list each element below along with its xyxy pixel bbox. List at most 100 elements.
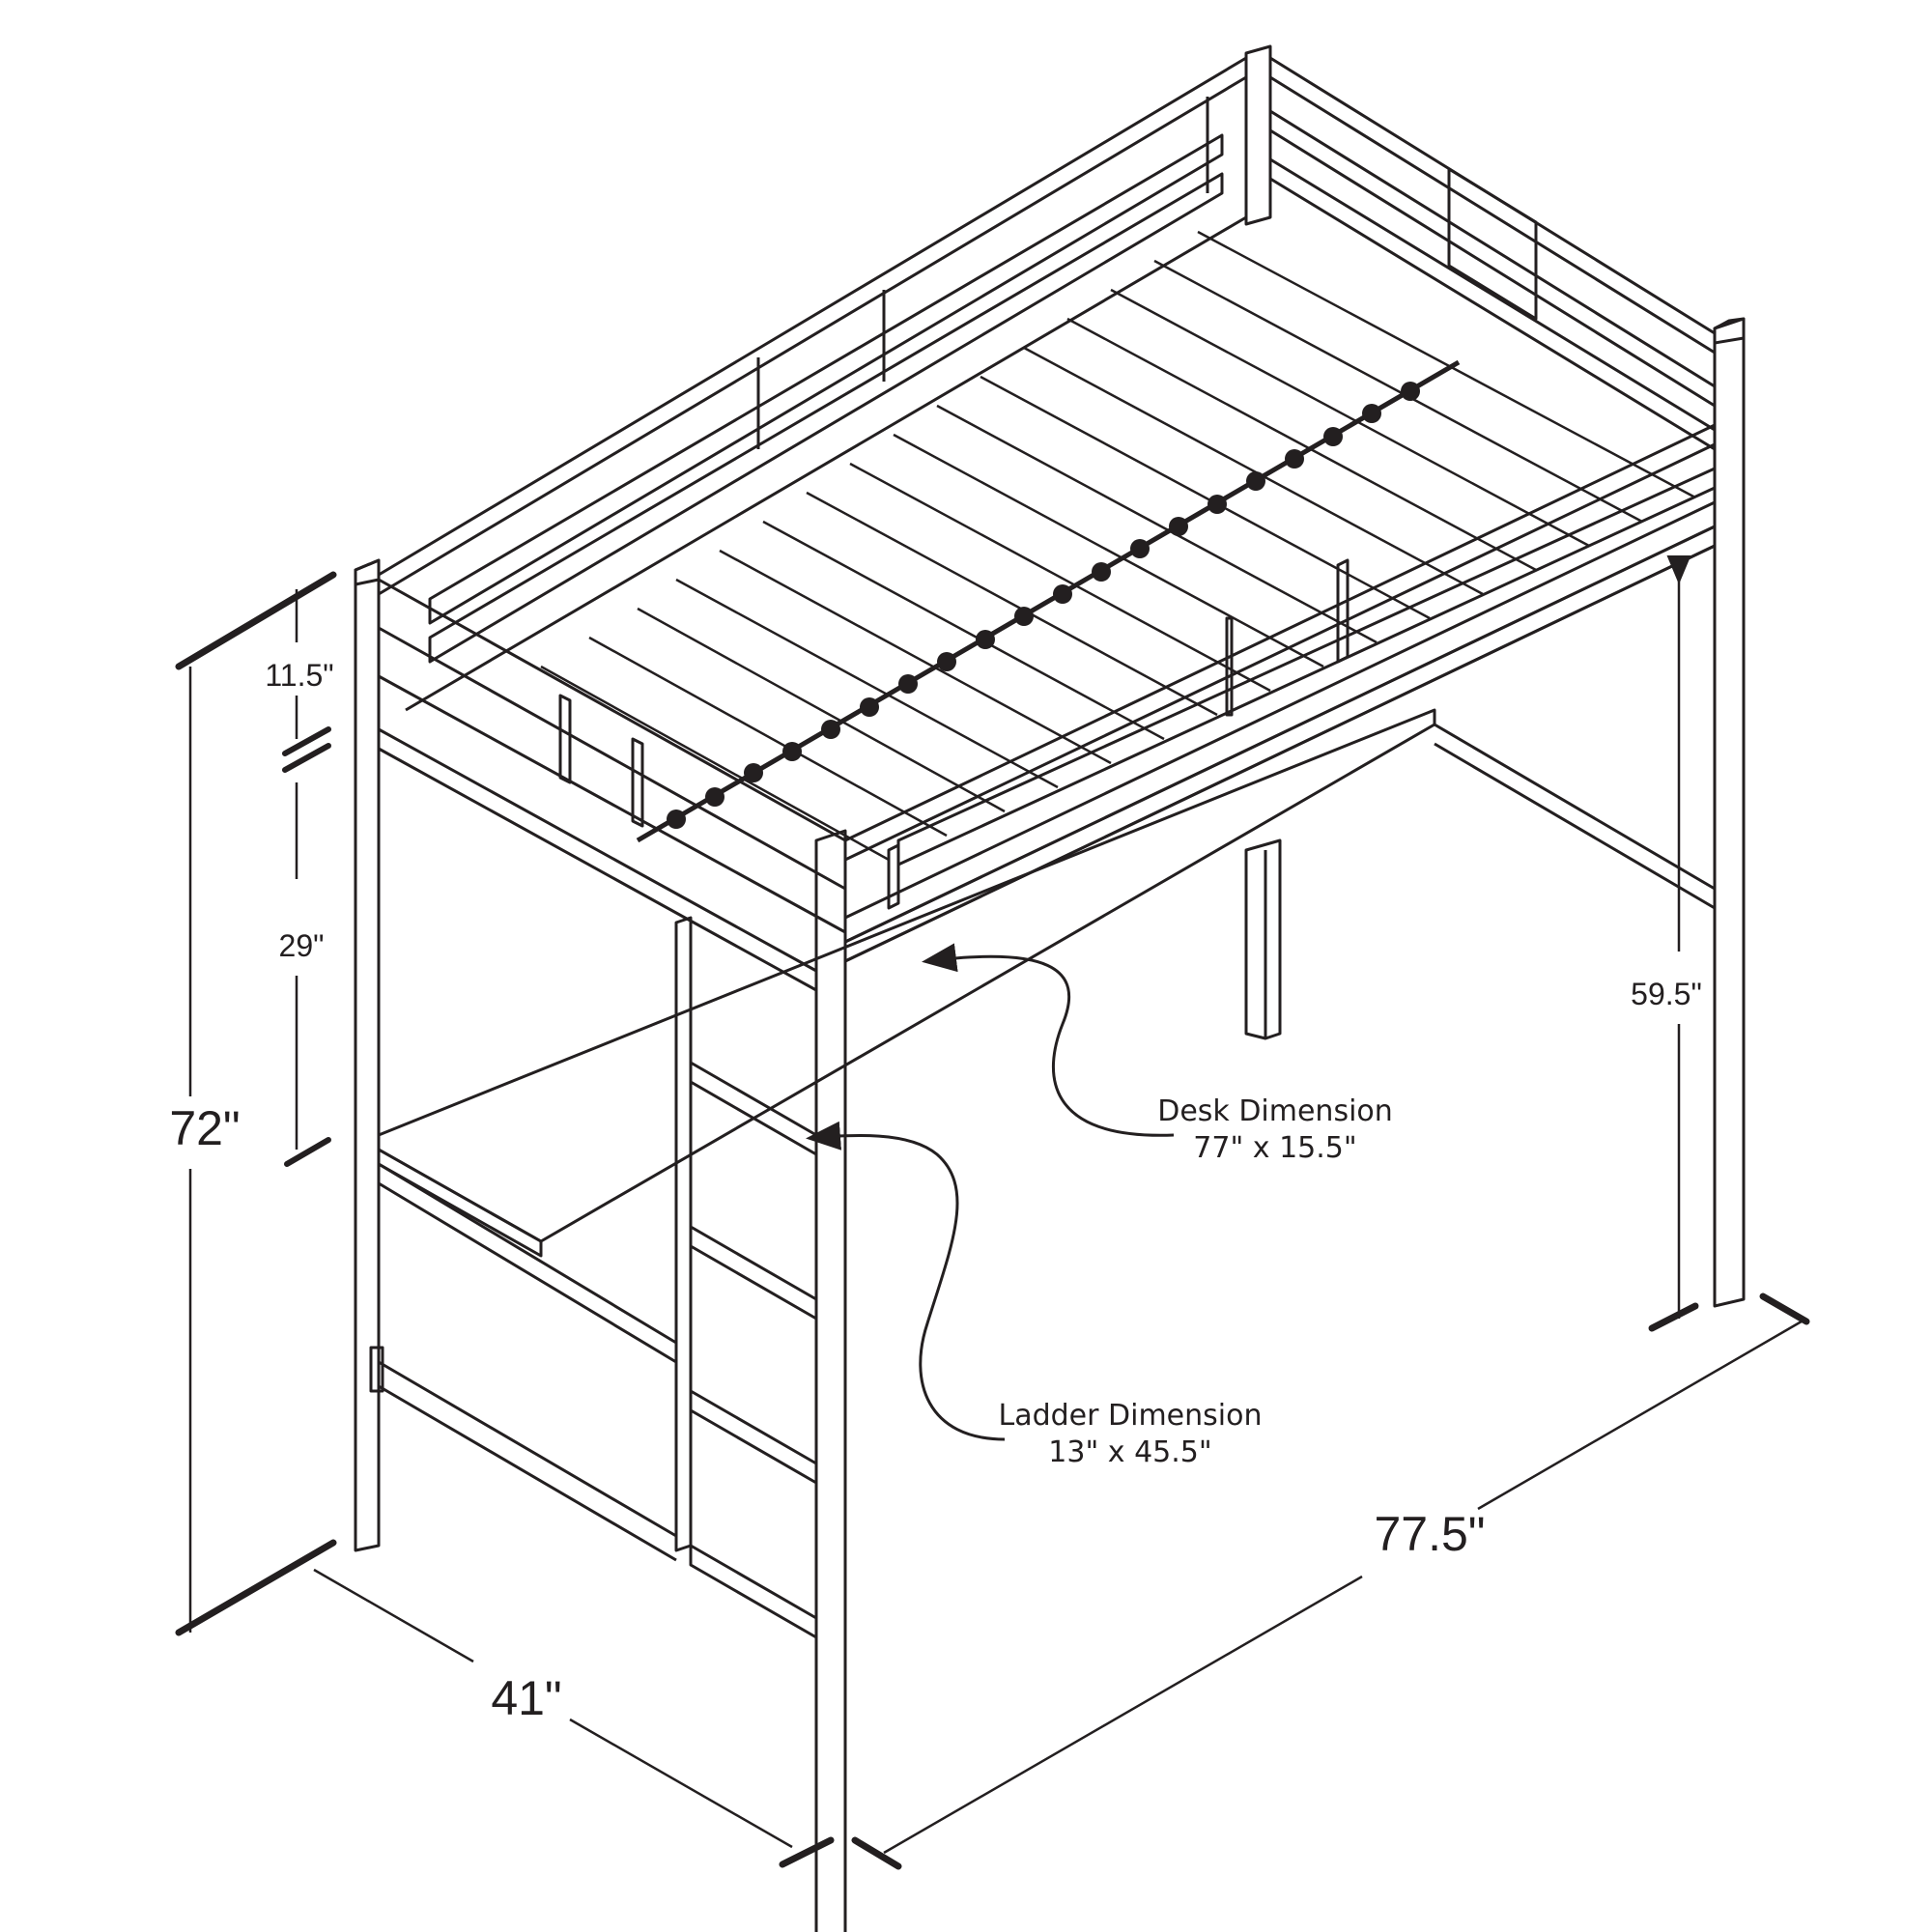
- length-label: 77.5": [1374, 1507, 1485, 1561]
- beam-clip: [705, 787, 724, 807]
- beam-clip: [860, 697, 879, 717]
- slat: [762, 520, 1165, 741]
- rail-foot-mid: [378, 626, 846, 891]
- desk-to-bed-label: 29": [279, 928, 325, 963]
- beam-clip: [782, 742, 802, 761]
- lower-rail-left: [378, 1360, 677, 1538]
- beam-clip: [1246, 471, 1265, 491]
- height-tick-top: [175, 571, 337, 670]
- rail-foot-low: [378, 727, 817, 973]
- beam-clip: [1323, 427, 1343, 446]
- bed-frame-inner-far: [405, 215, 1247, 712]
- beam-clip: [1208, 495, 1227, 514]
- post-back-right: [1713, 317, 1746, 1308]
- ladder-callout-title: Ladder Dimension: [999, 1399, 1263, 1433]
- beam-clip: [1285, 449, 1304, 469]
- slat: [936, 404, 1378, 644]
- under-bed-clearance-label: 59.5": [1631, 977, 1702, 1011]
- slat: [849, 462, 1271, 693]
- ladder-rung-1: [689, 1061, 818, 1156]
- lower-rail-left-2: [378, 1384, 677, 1562]
- ladder-callout-size: 13" x 45.5": [1048, 1435, 1211, 1469]
- lower-bracket: [369, 1346, 384, 1393]
- desk-callout-arrow: [922, 943, 1175, 1137]
- desk-callout-title: Desk Dimension: [1157, 1094, 1393, 1128]
- slat: [588, 636, 948, 838]
- rail-back-long-mid: [428, 133, 1224, 625]
- desk-bed-tick-bottom: [284, 1137, 331, 1167]
- slat: [1023, 346, 1484, 596]
- desk-callout-size: 77" x 15.5": [1193, 1131, 1356, 1165]
- slat: [675, 578, 1059, 789]
- overall-height-label: 72": [169, 1101, 240, 1155]
- desk-top-edge: [377, 1148, 543, 1258]
- beam-clip: [1014, 607, 1034, 626]
- break-mark-2: [282, 743, 331, 773]
- slat: [540, 665, 890, 862]
- slat: [1153, 259, 1643, 524]
- post-front-left: [354, 558, 381, 1552]
- width-dim-line-2: [569, 1718, 793, 1849]
- guard-panel-front-1: [1225, 616, 1234, 717]
- beam-clip: [821, 720, 840, 739]
- ladder-rung-2: [689, 1225, 818, 1321]
- rail-head-low: [1268, 157, 1717, 451]
- rail-foot-frame: [378, 747, 817, 992]
- beam-clip: [1053, 584, 1072, 604]
- bed-slats: [540, 230, 1696, 862]
- slat: [637, 607, 1006, 813]
- beam-clip: [898, 674, 918, 694]
- clearance-tick: [1648, 1302, 1699, 1332]
- rail-foot-mid2: [378, 674, 846, 934]
- width-dim-line: [313, 1568, 474, 1663]
- beam-clip: [1092, 562, 1111, 582]
- rail-head-mid: [1268, 109, 1717, 408]
- bed-frame-inner-near: [844, 544, 1716, 963]
- beam-clip: [937, 652, 956, 671]
- beam-clip: [667, 810, 686, 829]
- center-beam-clips: [667, 382, 1420, 829]
- rail-back-long-top: [377, 56, 1248, 596]
- beam-clip: [1169, 517, 1188, 536]
- rail-head-top: [1268, 56, 1717, 355]
- height-tick-bottom: [175, 1539, 337, 1636]
- head-panel: [1447, 167, 1538, 321]
- rail-front-long-mid: [896, 467, 1717, 867]
- slat: [806, 491, 1218, 717]
- beam-clip: [1401, 382, 1420, 401]
- loft-bed-frame: [354, 44, 1746, 1932]
- desk-left-rail: [378, 1162, 677, 1345]
- width-tick-right: [779, 1836, 835, 1868]
- desk-back-rail-2: [1434, 742, 1716, 910]
- beam-clip: [744, 763, 763, 782]
- rail-back-long-low: [428, 172, 1224, 664]
- desk-left-rail-2: [378, 1181, 677, 1364]
- length-dim-line: [883, 1575, 1363, 1855]
- length-dim-line-2: [1477, 1317, 1807, 1511]
- post-front-right: [814, 829, 847, 1932]
- slat: [893, 433, 1324, 668]
- ladder-rung-3: [689, 1389, 818, 1485]
- dimension-lines: [175, 555, 1810, 1870]
- foot-panel-1: [558, 694, 572, 784]
- width-label: 41": [491, 1671, 561, 1725]
- desk-top: [377, 708, 1436, 1243]
- ladder-rung-4: [689, 1544, 818, 1639]
- ladder-callout-arrow: [806, 1121, 1006, 1441]
- break-mark-1: [282, 726, 331, 756]
- guard-panel-front-3: [887, 843, 900, 910]
- slat: [1197, 230, 1696, 499]
- top-guard-label: 11.5": [265, 658, 333, 693]
- slat: [1110, 288, 1590, 548]
- slat: [1066, 317, 1537, 572]
- center-support-beam: [636, 359, 1461, 843]
- desk-back-rail: [1434, 723, 1716, 891]
- foot-panel-2: [631, 737, 644, 828]
- beam-clip: [1130, 539, 1150, 558]
- beam-clip: [1362, 404, 1381, 423]
- length-tick-right: [1759, 1293, 1810, 1325]
- cap-front-left: [354, 558, 381, 586]
- slat: [719, 549, 1112, 765]
